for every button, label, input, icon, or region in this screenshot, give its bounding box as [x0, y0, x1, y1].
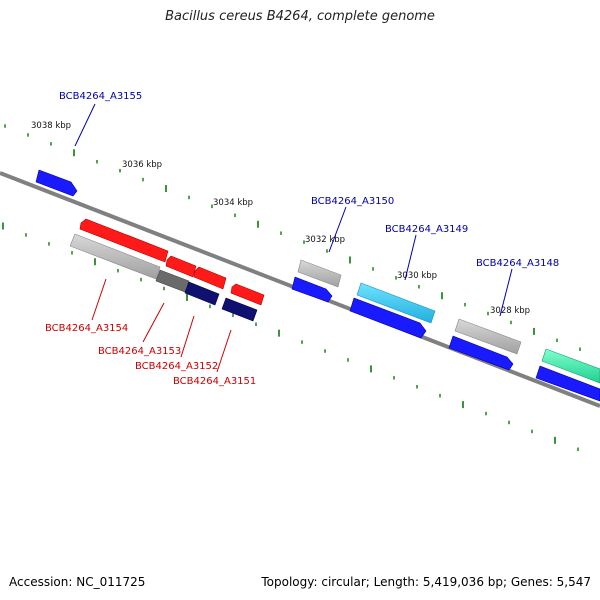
accession-text: Accession: NC_011725: [9, 575, 146, 589]
gene-feature-3148[interactable]: [448, 335, 514, 371]
gene-feature-3151[interactable]: [230, 283, 265, 306]
gene-feature-3149-cyan[interactable]: [356, 282, 436, 324]
feature-gray-3148[interactable]: [454, 318, 522, 355]
ruler-label-3030: 3030 kbp: [397, 271, 437, 281]
callout-3155: [74, 103, 96, 147]
callout-3152: [180, 315, 195, 358]
feature-darkgray-3153[interactable]: [155, 269, 190, 293]
feature-gray-3150[interactable]: [297, 259, 342, 288]
ruler-labels: 3038 kbp 3036 kbp 3034 kbp 3032 kbp 3030…: [31, 121, 530, 316]
callout-3154: [91, 278, 107, 321]
topology-text: Topology: circular; Length: 5,419,036 bp…: [261, 575, 591, 589]
ruler-ticks-lower: [2, 222, 579, 452]
gene-label-3153[interactable]: BCB4264_A3153: [98, 346, 181, 357]
gene-label-3154[interactable]: BCB4264_A3154: [45, 323, 128, 334]
gene-label-3152[interactable]: BCB4264_A3152: [135, 361, 218, 372]
gene-feature-3155[interactable]: [35, 169, 78, 197]
gene-labels: BCB4264_A3155 BCB4264_A3150 BCB4264_A314…: [45, 91, 559, 387]
feature-navy-3151[interactable]: [221, 297, 258, 322]
ruler-ticks-upper: [4, 124, 581, 352]
gene-label-3151[interactable]: BCB4264_A3151: [173, 376, 256, 387]
ruler-label-3038: 3038 kbp: [31, 121, 71, 131]
callout-3150: [328, 206, 347, 253]
gene-label-3155[interactable]: BCB4264_A3155: [59, 91, 142, 102]
ruler-label-3032: 3032 kbp: [305, 235, 345, 245]
gene-label-3148[interactable]: BCB4264_A3148: [476, 258, 559, 269]
ruler-label-3034: 3034 kbp: [213, 198, 253, 208]
gene-label-3149[interactable]: BCB4264_A3149: [385, 224, 468, 235]
feature-gray-3154[interactable]: [69, 233, 161, 280]
gene-feature-3154[interactable]: [79, 218, 169, 263]
gene-feature-3150[interactable]: [291, 276, 333, 303]
gene-feature-3152[interactable]: [193, 266, 227, 290]
callout-3153: [142, 302, 165, 343]
callout-3149: [404, 234, 417, 281]
gene-feature-3149[interactable]: [349, 297, 427, 339]
gene-feature-next[interactable]: [535, 365, 600, 402]
ruler-label-3028: 3028 kbp: [490, 306, 530, 316]
gene-feature-3153[interactable]: [165, 255, 197, 278]
callout-3151: [216, 329, 232, 373]
callout-3148: [499, 268, 513, 317]
callout-lines: [74, 103, 513, 373]
minus-strand-features: [69, 218, 265, 322]
gene-label-3150[interactable]: BCB4264_A3150: [311, 196, 394, 207]
map-title: Bacillus cereus B4264, complete genome: [165, 9, 435, 24]
feature-mint-next[interactable]: [541, 348, 600, 384]
feature-navy-3152[interactable]: [184, 281, 220, 306]
ruler-label-3036: 3036 kbp: [122, 160, 162, 170]
plus-strand-features: [35, 169, 600, 402]
